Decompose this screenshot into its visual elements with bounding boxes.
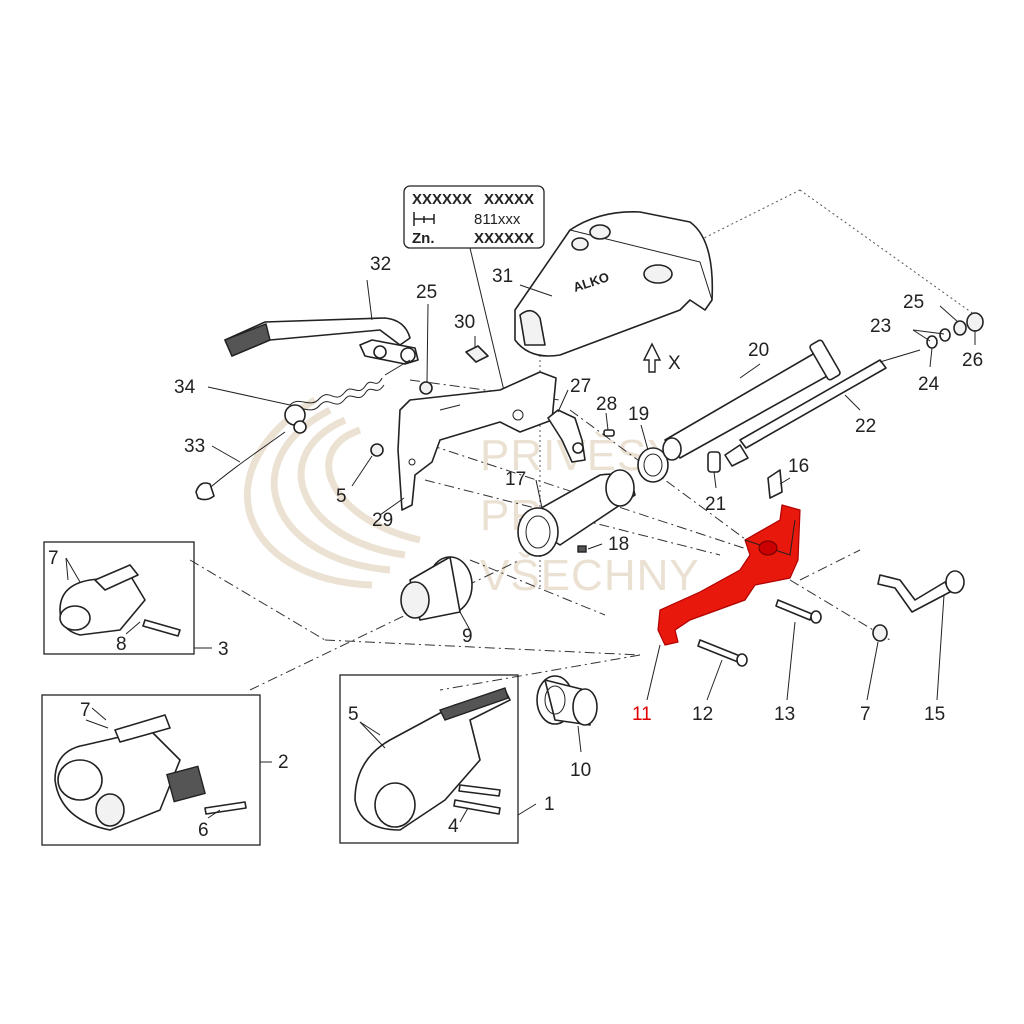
assembly-lines xyxy=(189,189,976,691)
callout-21: 21 xyxy=(705,494,726,515)
callout-13: 13 xyxy=(774,704,795,725)
plate-row3-right: XXXXXX xyxy=(474,230,534,247)
callout-11: 11 xyxy=(632,704,652,725)
leader-lines xyxy=(65,279,976,823)
bolt-part-13 xyxy=(775,599,822,624)
handbrake-lever-part-32 xyxy=(224,317,419,365)
coupling-head-medium xyxy=(54,714,247,831)
callout-5-upper: 5 xyxy=(336,486,347,507)
callout-27: 27 xyxy=(570,376,591,397)
bracket-part-29 xyxy=(397,371,557,511)
washers-part-23-24 xyxy=(926,328,951,349)
callout-16: 16 xyxy=(788,456,809,477)
callout-8: 8 xyxy=(116,634,127,655)
callout-2: 2 xyxy=(278,752,289,773)
callout-15: 15 xyxy=(924,704,945,725)
callout-17: 17 xyxy=(505,469,526,490)
view-marker-label: X xyxy=(668,353,681,374)
callout-9: 9 xyxy=(462,626,473,647)
coupling-head-small xyxy=(59,564,181,637)
callout-12: 12 xyxy=(692,704,713,725)
callout-25-right: 25 xyxy=(903,292,924,313)
tube-part-17 xyxy=(517,469,636,557)
plate-row2-right: 811xxx xyxy=(474,211,521,228)
bushing-part-21 xyxy=(707,451,721,473)
callout-18: 18 xyxy=(608,534,629,555)
nut-part-7-right xyxy=(872,624,888,642)
callout-7-right: 7 xyxy=(860,704,871,725)
callout-5-box1: 5 xyxy=(348,704,359,725)
nut-part-25-left xyxy=(419,381,433,395)
callout-30: 30 xyxy=(454,312,475,333)
drawbar-symbol-icon xyxy=(413,212,435,226)
assembly-box-1 xyxy=(339,674,519,844)
callout-26: 26 xyxy=(962,350,983,371)
bellow-part-9 xyxy=(400,556,473,621)
spring-part-34 xyxy=(284,359,411,434)
callout-28: 28 xyxy=(596,394,617,415)
bellow-part-10 xyxy=(536,675,598,726)
assembly-box-3 xyxy=(43,541,195,655)
handle-part-15 xyxy=(877,570,965,613)
callout-32: 32 xyxy=(370,254,391,275)
rod-part-22 xyxy=(724,349,921,467)
breakaway-cable-part-33 xyxy=(195,431,286,501)
callout-24: 24 xyxy=(918,374,940,395)
callout-7-box2: 7 xyxy=(80,700,91,721)
callout-3: 3 xyxy=(218,639,229,660)
callout-23: 23 xyxy=(870,316,891,337)
assembly-box-2 xyxy=(41,694,261,846)
callout-31: 31 xyxy=(492,266,513,287)
pin-part-28 xyxy=(603,429,615,437)
watermark-swirl-icon xyxy=(243,397,421,589)
coupling-head-large xyxy=(354,687,511,831)
screw-part-18 xyxy=(577,545,587,553)
highlighted-bracket-part-11 xyxy=(657,504,801,646)
lever-part-27 xyxy=(547,409,586,463)
plate-row3-left: Zn. xyxy=(412,230,435,247)
callout-20: 20 xyxy=(748,340,769,361)
callout-25-left: 25 xyxy=(416,282,437,303)
nut-part-25-right xyxy=(953,320,967,336)
callout-22: 22 xyxy=(855,416,876,437)
callout-10: 10 xyxy=(570,760,591,781)
type-plate: XXXXXX XXXXX 811xxx Zn. XXXXXX xyxy=(403,185,545,396)
plate-row1-right: XXXXX xyxy=(484,191,534,208)
callout-4: 4 xyxy=(448,816,459,837)
callout-33: 33 xyxy=(184,436,205,457)
watermark-line-3: VŠECHNY xyxy=(480,550,700,600)
callout-1: 1 xyxy=(544,794,555,815)
damper-part-20 xyxy=(662,339,841,461)
nut-part-26 xyxy=(966,312,984,332)
plate-part-30 xyxy=(465,345,489,363)
cover-part-31: ALKO xyxy=(514,211,714,357)
view-arrow-icon xyxy=(642,342,662,373)
callout-19: 19 xyxy=(628,404,649,425)
callout-29: 29 xyxy=(372,510,393,531)
callout-34: 34 xyxy=(174,377,196,398)
nut-part-5-upper xyxy=(370,443,384,457)
ring-part-19 xyxy=(637,447,669,483)
bolt-part-12 xyxy=(697,639,748,667)
callout-6: 6 xyxy=(198,820,209,841)
plate-row1-left: XXXXXX xyxy=(412,191,472,208)
clip-part-16 xyxy=(767,469,783,499)
callout-labels: 32 25 30 31 34 33 5 29 27 28 19 20 22 23… xyxy=(48,254,983,841)
callout-7-box3: 7 xyxy=(48,548,59,569)
